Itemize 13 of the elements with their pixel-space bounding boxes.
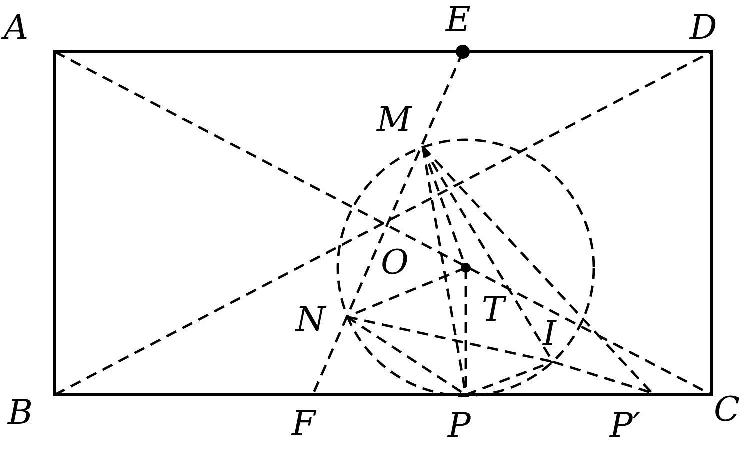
point-label: A — [4, 10, 29, 46]
point-label: T — [482, 292, 505, 328]
point-label: D — [690, 10, 718, 46]
point-label: P′ — [610, 408, 641, 444]
point-label: E — [446, 2, 471, 38]
point-label: P — [448, 408, 471, 444]
point-label: I — [543, 316, 556, 352]
point-label: C — [714, 392, 740, 428]
point-label: O — [381, 245, 409, 281]
point-label: N — [296, 302, 326, 338]
point-label: M — [377, 102, 412, 138]
point-label: B — [8, 395, 33, 431]
point-label: F — [292, 406, 316, 442]
